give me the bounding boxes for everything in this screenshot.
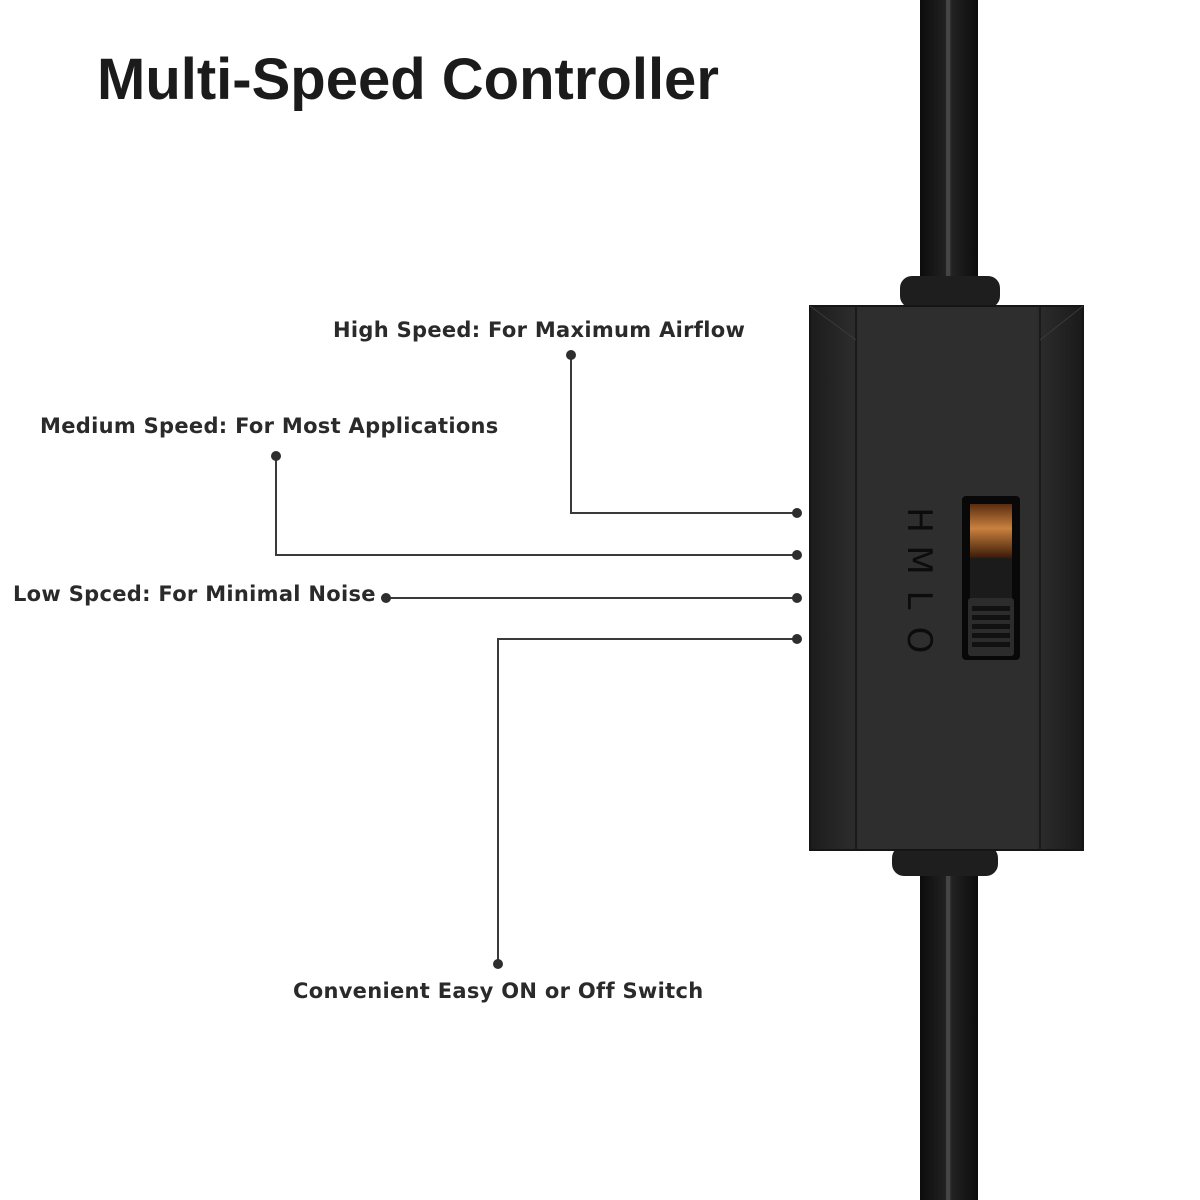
page-title: Multi-Speed Controller [97, 47, 719, 112]
leader-medium [275, 456, 797, 556]
dot-low-end [792, 593, 802, 603]
dot-high-end [792, 508, 802, 518]
leader-dots [271, 350, 802, 969]
strain-relief-bottom [892, 846, 998, 876]
switch-letter-high: H [899, 507, 939, 533]
dot-medium-start [271, 451, 281, 461]
switch-letter-low: L [899, 591, 939, 610]
leader-lines [275, 355, 797, 964]
callout-high-speed: High Speed: For Maximum Airflow [333, 318, 746, 342]
leader-switch [497, 638, 797, 964]
callout-low-speed: Low Spced: For Minimal Noise [13, 582, 376, 606]
strain-relief-top [900, 276, 1000, 308]
switch-letter-off: O [899, 627, 939, 654]
switch-letter-medium: M [899, 545, 939, 574]
controller-body [809, 305, 1084, 851]
slider-switch-icon [962, 496, 1020, 660]
leader-high [570, 355, 797, 514]
dot-medium-end [792, 550, 802, 560]
cable-bottom [920, 870, 978, 1200]
cable-top [920, 0, 978, 285]
dot-low-start [381, 593, 391, 603]
dot-switch-end [493, 959, 503, 969]
dot-switch-start [792, 634, 802, 644]
callout-on-off-switch: Convenient Easy ON or Off Switch [293, 979, 704, 1003]
dot-high-start [566, 350, 576, 360]
callout-medium-speed: Medium Speed: For Most Applications [40, 414, 499, 438]
